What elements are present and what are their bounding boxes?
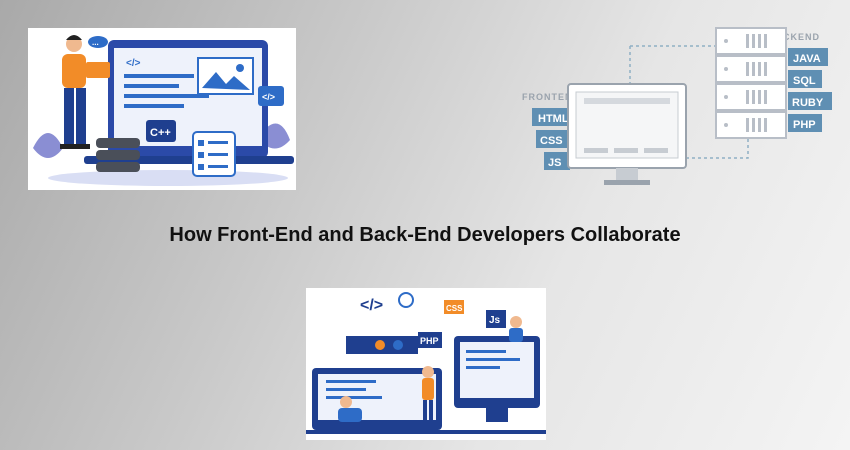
code-line xyxy=(124,104,184,108)
svg-text:HTML: HTML xyxy=(538,113,569,125)
frontend-heading: FRONTEND xyxy=(522,92,580,102)
svg-text:CSS: CSS xyxy=(446,304,463,313)
server-rack-icon xyxy=(715,27,787,139)
svg-text:SQL: SQL xyxy=(793,75,816,87)
server-disk-icon xyxy=(96,138,140,148)
frontend-backend-diagram: FRONTEND HTML CSS JS BACKEND xyxy=(520,18,838,200)
svg-text:RUBY: RUBY xyxy=(792,97,824,109)
collaboration-illustration: </> CSS Js PHP xyxy=(306,288,546,440)
developer-person xyxy=(338,396,362,422)
laptop-icon xyxy=(86,62,110,78)
js-badge xyxy=(486,310,506,328)
frontend-tech-css: CSS xyxy=(536,130,572,148)
svg-text:</>: </> xyxy=(262,92,275,102)
page-headline: How Front-End and Back-End Developers Co… xyxy=(169,224,681,246)
speech-bubble-icon xyxy=(88,36,108,48)
frontend-tech-html: HTML xyxy=(532,108,576,126)
svg-text:PHP: PHP xyxy=(420,336,439,346)
floor-shadow xyxy=(48,170,288,186)
php-badge xyxy=(418,332,442,348)
code-tag-label: </> xyxy=(360,297,383,314)
cpp-badge xyxy=(146,120,176,142)
side-code-badge xyxy=(258,86,284,106)
cpp-label: C++ xyxy=(150,127,171,139)
svg-text:Js: Js xyxy=(489,315,501,326)
backend-tech-ruby: RUBY xyxy=(788,92,832,110)
code-line xyxy=(124,84,179,88)
gear-icon xyxy=(398,292,414,308)
leaf-decoration xyxy=(33,133,63,158)
svg-text:PHP: PHP xyxy=(793,119,816,131)
backend-tech-sql: SQL xyxy=(788,70,822,88)
code-line xyxy=(124,94,209,98)
svg-text:JS: JS xyxy=(548,157,561,169)
frontend-developer-illustration: </> C++ </> ... xyxy=(28,28,296,190)
developer-person xyxy=(422,366,434,424)
developer-person xyxy=(509,316,523,342)
frontend-tech-js: JS xyxy=(544,152,570,170)
svg-text:CSS: CSS xyxy=(540,135,563,147)
developer-person xyxy=(60,35,110,149)
svg-text:...: ... xyxy=(92,38,99,47)
gear-icon xyxy=(393,340,403,350)
backend-tech-java: JAVA xyxy=(788,48,828,66)
code-line xyxy=(124,74,194,78)
floor-line xyxy=(306,430,546,434)
server-disk-icon xyxy=(96,162,140,172)
backend-heading: BACKEND xyxy=(768,32,820,42)
svg-text:JAVA: JAVA xyxy=(793,53,821,65)
gear-icon xyxy=(375,340,385,350)
css-badge xyxy=(444,300,464,314)
backend-tech-php: PHP xyxy=(788,114,822,132)
server-disk-icon xyxy=(96,150,140,160)
code-tag-label: </> xyxy=(126,58,141,69)
